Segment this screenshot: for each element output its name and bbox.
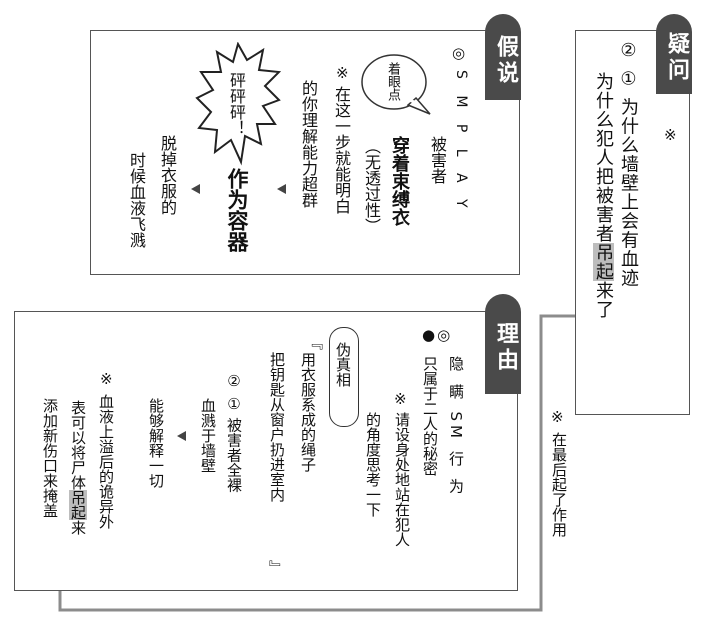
hypothesis-note-mark: ※	[336, 64, 349, 82]
fake-truth-line2: 把钥匙从窗户扔进室内	[268, 352, 286, 502]
reason-note-mark: ※	[394, 390, 407, 408]
question-item-2-pre: 为什么犯人把被害者	[593, 72, 614, 243]
blood-note-line1: 血液上溢后的诡异外	[97, 394, 115, 529]
question-item-2: 为什么犯人把被害者吊起来了	[593, 72, 614, 319]
hypothesis-result-line1: 脱掉衣服的	[158, 135, 177, 215]
burst-text: 砰砰砰！	[227, 72, 246, 136]
restraint-suit-paren: （无透过性）	[362, 138, 381, 234]
hypothesis-result-line2: 时候血液飞溅	[127, 152, 146, 248]
arrow-left-icon-2	[191, 184, 200, 194]
reason-list-1: ② ① 被害者全裸	[225, 372, 243, 493]
hypothesis-note-line2: 的你理解能力超群	[299, 80, 318, 208]
blood-note-line2-pre: 表可以将尸体	[69, 400, 87, 490]
arrow-left-icon	[277, 184, 286, 194]
restraint-suit: 穿着束缚衣	[389, 136, 410, 226]
container-label: 作为容器	[225, 168, 249, 252]
blood-note-line2-highlight: 吊起	[69, 490, 87, 520]
smplay-mark: ◎	[452, 44, 466, 62]
reason-note-line2: 的角度思考一下	[364, 412, 382, 517]
reason-note-line1: 请设身处地站在犯人	[393, 412, 411, 547]
blood-note-line2: 表可以将尸体吊起来	[69, 400, 87, 535]
question-item-1: ② ① 为什么墙壁上会有血迹	[618, 40, 639, 288]
side-note-mark: ※	[551, 408, 564, 426]
fake-truth-open: 『	[304, 334, 323, 350]
burst-shape	[195, 42, 281, 166]
reason-box	[14, 311, 518, 591]
hypothesis-note-line1: 在这一步就能明白	[332, 86, 351, 214]
victim-label: 被害者	[428, 136, 447, 184]
question-item-2-post: 来了	[593, 281, 614, 319]
fake-truth-label-box	[329, 327, 359, 427]
reason-bullet-mark: ●◎	[422, 326, 453, 344]
smplay-label: S M P L A Y	[453, 70, 469, 214]
reason-bullet-line2: 只属于二人的秘密	[421, 356, 439, 476]
reason-bullet-line1: 隐 瞒 SM 行 为	[447, 356, 465, 498]
fake-truth-close: 』	[266, 560, 285, 576]
focus-bubble	[361, 54, 431, 115]
question-tab: 疑问	[656, 14, 692, 94]
blood-note-mark: ※	[100, 370, 113, 388]
focus-bubble-text: 着眼点	[385, 62, 400, 101]
hypothesis-box	[90, 30, 520, 275]
question-note-mark: ※	[664, 126, 677, 144]
question-item-2-highlight: 吊起	[593, 243, 614, 281]
reason-explain: 能够解释一切	[147, 398, 165, 488]
question-box	[575, 30, 690, 415]
fake-truth-line1: 用衣服系成的绳子	[299, 352, 317, 472]
blood-note-line2-post: 来	[69, 520, 87, 535]
fake-truth-label: 伪真相	[334, 342, 352, 387]
hypothesis-tab: 假说	[485, 14, 521, 100]
side-note-text: 在最后起了作用	[550, 432, 568, 537]
reason-tab: 理由	[485, 294, 521, 394]
reason-list-2: 血溅于墙壁	[199, 398, 217, 473]
blood-note-line3: 添加新伤口来掩盖	[41, 398, 59, 518]
arrow-left-icon-3	[177, 431, 186, 441]
